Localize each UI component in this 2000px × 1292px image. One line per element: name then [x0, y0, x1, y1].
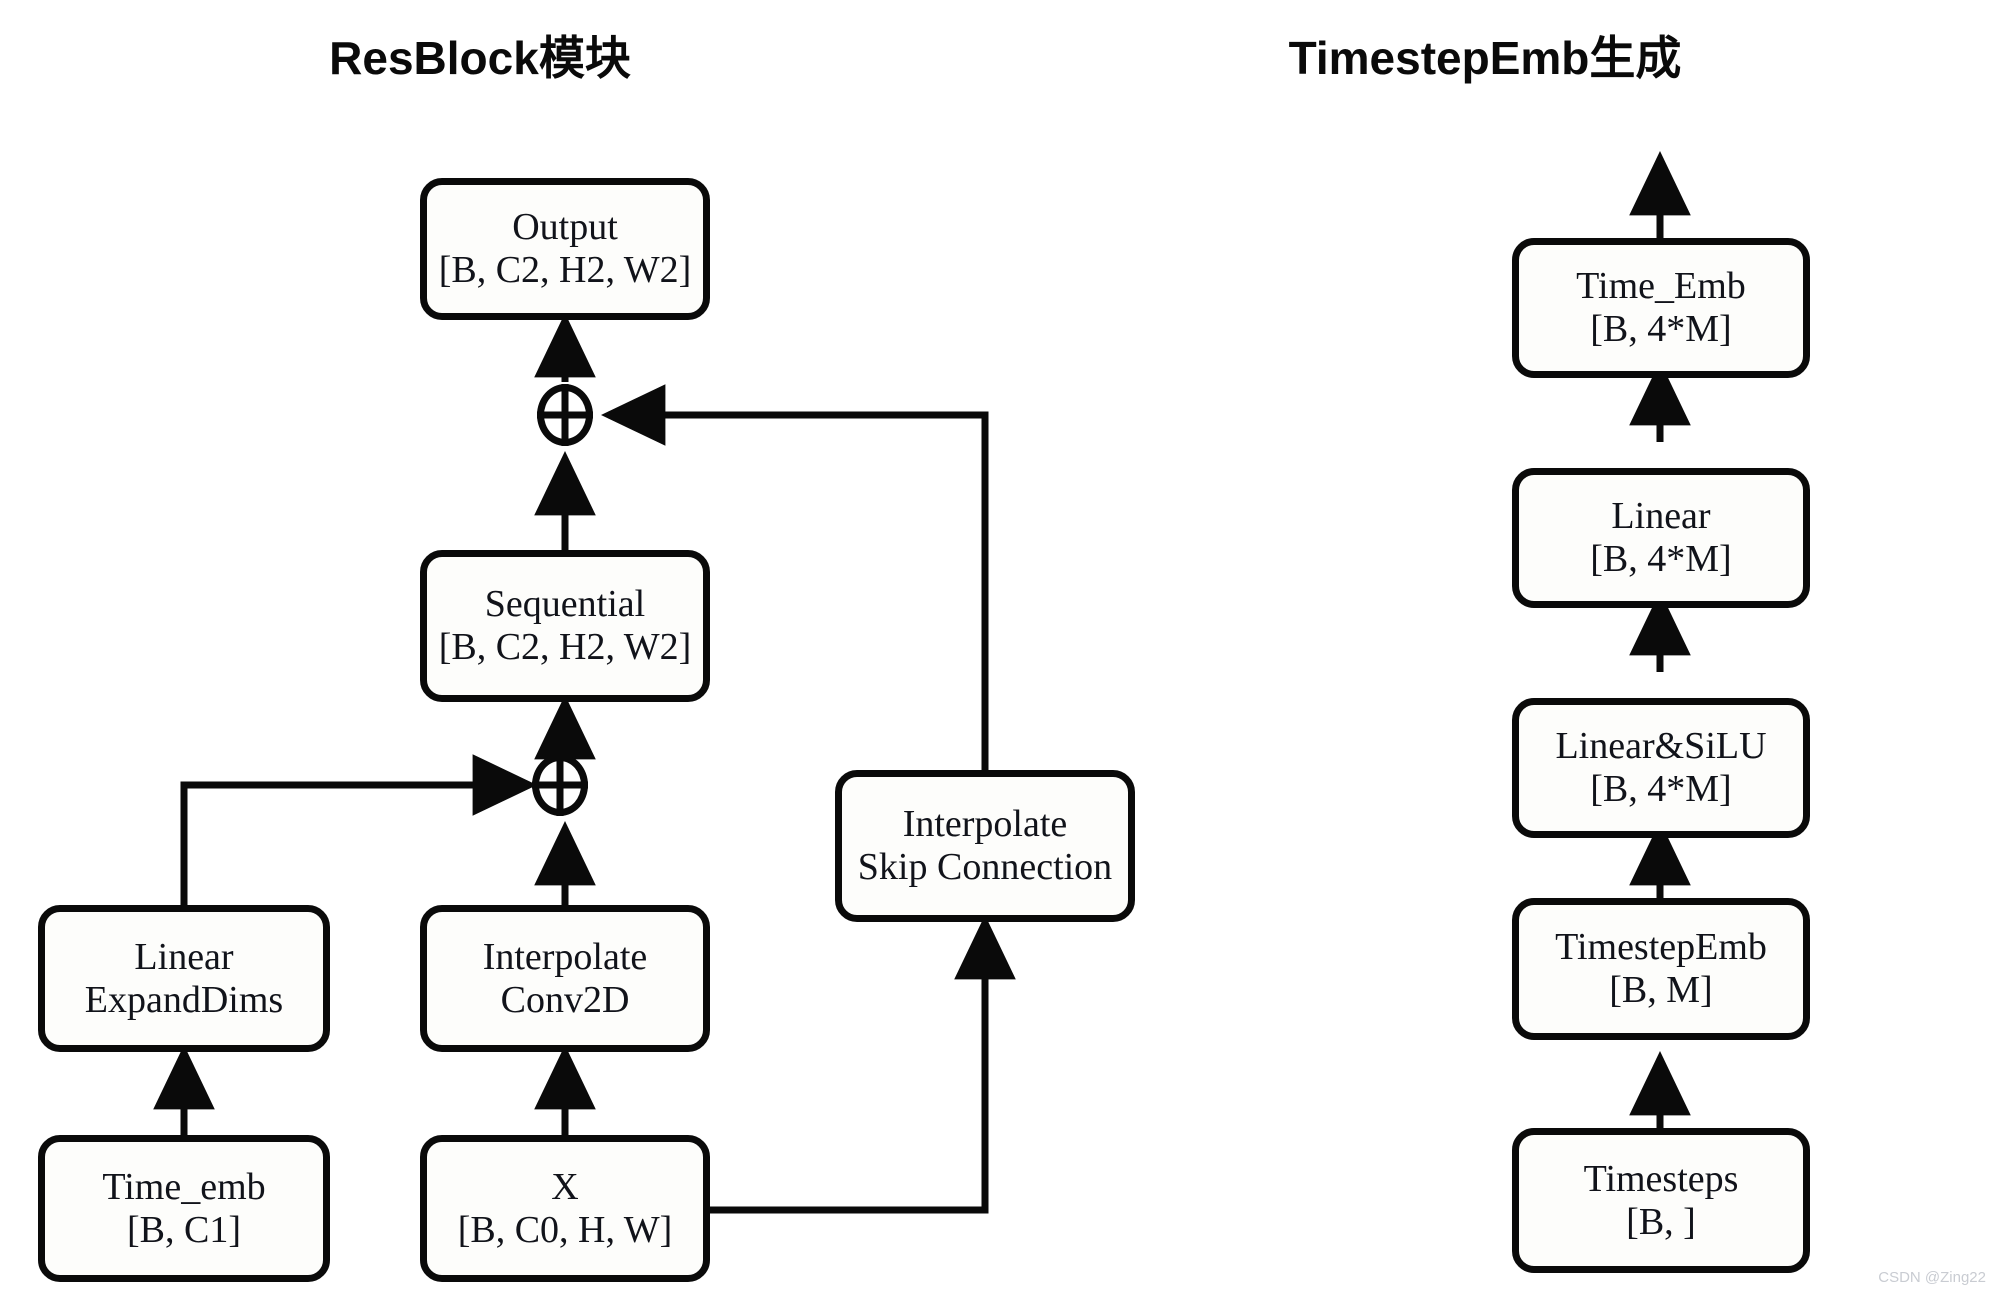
node-x-line2: [B, C0, H, W] — [457, 1208, 673, 1251]
node-timesteps-line1: Timesteps — [1583, 1157, 1739, 1200]
node-interp-conv-line2: Conv2D — [500, 978, 630, 1021]
node-x-line1: X — [551, 1165, 579, 1208]
node-linear-expanddims[interactable]: Linear ExpandDims — [38, 905, 330, 1052]
node-linear-silu[interactable]: Linear&SiLU [B, 4*M] — [1512, 698, 1810, 838]
node-linear[interactable]: Linear [B, 4*M] — [1512, 468, 1810, 608]
watermark: CSDN @Zing22 — [1878, 1269, 1986, 1286]
add-operator-top[interactable] — [537, 384, 593, 446]
node-sequential[interactable]: Sequential [B, C2, H2, W2] — [420, 550, 710, 702]
node-time-emb-out-line2: [B, 4*M] — [1590, 308, 1732, 350]
node-time-emb-line2: [B, C1] — [127, 1208, 241, 1251]
node-time-emb-input[interactable]: Time_emb [B, C1] — [38, 1135, 330, 1282]
node-linear-expand-line2: ExpandDims — [84, 978, 284, 1021]
node-linear-silu-line1: Linear&SiLU — [1555, 725, 1767, 768]
node-time-emb-output[interactable]: Time_Emb [B, 4*M] — [1512, 238, 1810, 378]
node-time-emb-out-line1: Time_Emb — [1576, 265, 1746, 308]
node-timesteps[interactable]: Timesteps [B, ] — [1512, 1128, 1810, 1273]
node-skip-line1: Interpolate — [902, 803, 1068, 846]
node-interpolate-conv2d[interactable]: Interpolate Conv2D — [420, 905, 710, 1052]
node-interp-conv-line1: Interpolate — [482, 935, 648, 978]
node-linear-silu-line2: [B, 4*M] — [1590, 768, 1732, 810]
edge-skip-add — [600, 384, 989, 770]
node-sequential-line1: Sequential — [484, 583, 646, 626]
node-output[interactable]: Output [B, C2, H2, W2] — [420, 178, 710, 320]
panel-title-resblock: ResBlock模块 — [329, 32, 631, 84]
panel-title-timestep: TimestepEmb生成 — [1288, 32, 1682, 84]
node-linear-line1: Linear — [1611, 495, 1711, 538]
node-timestep-emb-line2: [B, M] — [1609, 969, 1713, 1011]
edge-x-skip — [710, 914, 1016, 1214]
node-linear-line2: [B, 4*M] — [1590, 538, 1732, 580]
node-x-input[interactable]: X [B, C0, H, W] — [420, 1135, 710, 1282]
node-linear-expand-line1: Linear — [134, 935, 234, 978]
edge-linear-add — [180, 754, 538, 905]
node-output-line2: [B, C2, H2, W2] — [438, 249, 692, 291]
node-timesteps-line2: [B, ] — [1626, 1200, 1696, 1243]
node-timestep-emb[interactable]: TimestepEmb [B, M] — [1512, 898, 1810, 1040]
node-output-line1: Output — [512, 206, 618, 249]
node-skip-line2: Skip Connection — [857, 846, 1113, 888]
node-time-emb-line1: Time_emb — [102, 1165, 266, 1208]
node-timestep-emb-line1: TimestepEmb — [1555, 926, 1767, 969]
add-operator-bottom[interactable] — [532, 754, 588, 816]
node-skip-connection[interactable]: Interpolate Skip Connection — [835, 770, 1135, 922]
node-sequential-line2: [B, C2, H2, W2] — [438, 626, 692, 668]
